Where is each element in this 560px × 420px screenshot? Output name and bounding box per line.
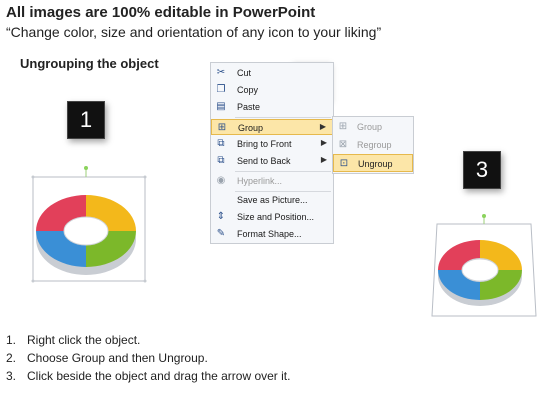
instruction-text: Click beside the object and drag the arr…: [27, 369, 291, 383]
instruction-number: 2.: [6, 351, 17, 365]
instruction-item: 2. Choose Group and then Ungroup.: [6, 349, 290, 367]
resize-handle[interactable]: [143, 175, 147, 179]
resize-handle[interactable]: [31, 175, 35, 179]
menu-separator: [235, 191, 331, 192]
ring-graphic: [36, 195, 136, 275]
scissors-icon: ✂: [216, 67, 226, 78]
paste-icon: ▤: [216, 101, 226, 112]
instruction-number: 3.: [6, 369, 17, 383]
instruction-list: 1. Right click the object. 2. Choose Group…: [6, 331, 290, 385]
slide-title: All images are 100% editable in PowerPoi…: [6, 4, 316, 21]
menu-item-label: Size and Position...: [237, 212, 315, 222]
menu-item-copy[interactable]: ❐ Copy: [211, 82, 333, 98]
submenu-item-ungroup[interactable]: ⊡ Ungroup: [333, 154, 413, 172]
menu-item-label: Paste: [237, 102, 261, 112]
submenu-item-label: Group: [357, 122, 383, 132]
rotate-handle[interactable]: [84, 166, 88, 170]
ring-object-selected[interactable]: [30, 165, 150, 285]
step-1-badge: 1: [67, 101, 105, 139]
menu-separator: [235, 117, 331, 118]
group-icon: ⊞: [338, 121, 348, 132]
ring-graphic: [438, 240, 522, 306]
menu-item-send-to-back[interactable]: ⧉ Send to Back ▶: [211, 153, 333, 169]
menu-item-label: Group: [238, 123, 264, 133]
menu-item-size-and-position[interactable]: ⇕ Size and Position...: [211, 209, 333, 225]
menu-item-label: Send to Back: [237, 156, 291, 166]
menu-item-cut[interactable]: ✂ Cut: [211, 65, 333, 81]
menu-item-label: Bring to Front: [237, 139, 292, 149]
rotate-handle[interactable]: [482, 214, 486, 218]
submenu-item-label: Ungroup: [358, 159, 393, 169]
ungroup-icon: ⊡: [339, 158, 349, 169]
section-heading: Ungrouping the object: [20, 56, 159, 71]
resize-handle[interactable]: [31, 279, 35, 283]
regroup-icon: ⊠: [338, 139, 348, 150]
context-menu: ✂ Cut ❐ Copy ▤ Paste ⊞ Group ▶ ⧉ Bring t…: [210, 62, 334, 244]
menu-item-label: Hyperlink...: [237, 176, 283, 186]
group-submenu: ⊞ Group ⊠ Regroup ⊡ Ungroup: [332, 116, 414, 174]
format-shape-icon: ✎: [216, 228, 226, 239]
submenu-item-group[interactable]: ⊞ Group: [333, 118, 413, 136]
menu-item-label: Format Shape...: [237, 229, 302, 239]
selection-frame: [32, 176, 146, 282]
size-position-icon: ⇕: [216, 211, 226, 222]
instruction-item: 3. Click beside the object and drag the a…: [6, 367, 290, 385]
menu-item-bring-to-front[interactable]: ⧉ Bring to Front ▶: [211, 136, 333, 152]
instruction-number: 1.: [6, 333, 17, 347]
menu-separator: [235, 171, 331, 172]
step-3-badge: 3: [463, 151, 501, 189]
instruction-item: 1. Right click the object.: [6, 331, 290, 349]
resize-handle[interactable]: [143, 279, 147, 283]
menu-item-hyperlink[interactable]: ◉ Hyperlink...: [211, 173, 333, 189]
submenu-item-label: Regroup: [357, 140, 392, 150]
hyperlink-icon: ◉: [216, 175, 226, 186]
submenu-item-regroup[interactable]: ⊠ Regroup: [333, 136, 413, 154]
copy-icon: ❐: [216, 84, 226, 95]
menu-item-label: Copy: [237, 85, 259, 95]
menu-item-group[interactable]: ⊞ Group ▶: [211, 119, 333, 135]
menu-item-label: Save as Picture...: [237, 195, 308, 205]
instruction-text: Right click the object.: [27, 333, 141, 347]
send-to-back-icon: ⧉: [217, 155, 225, 166]
menu-item-save-as-picture[interactable]: Save as Picture...: [211, 192, 333, 208]
group-icon: ⊞: [217, 122, 227, 133]
ungrouped-frame: [431, 223, 537, 317]
menu-item-format-shape[interactable]: ✎ Format Shape...: [211, 226, 333, 242]
bring-to-front-icon: ⧉: [217, 138, 225, 149]
ring-object-ungrouped[interactable]: [430, 212, 537, 322]
instruction-text: Choose Group and then Ungroup.: [27, 351, 208, 365]
submenu-arrow-icon: ▶: [320, 155, 327, 164]
slide-subtitle: “Change color, size and orientation of a…: [6, 24, 382, 40]
menu-item-paste[interactable]: ▤ Paste: [211, 99, 333, 115]
menu-item-label: Cut: [237, 68, 252, 78]
submenu-arrow-icon: ▶: [319, 122, 326, 131]
submenu-arrow-icon: ▶: [320, 138, 327, 147]
